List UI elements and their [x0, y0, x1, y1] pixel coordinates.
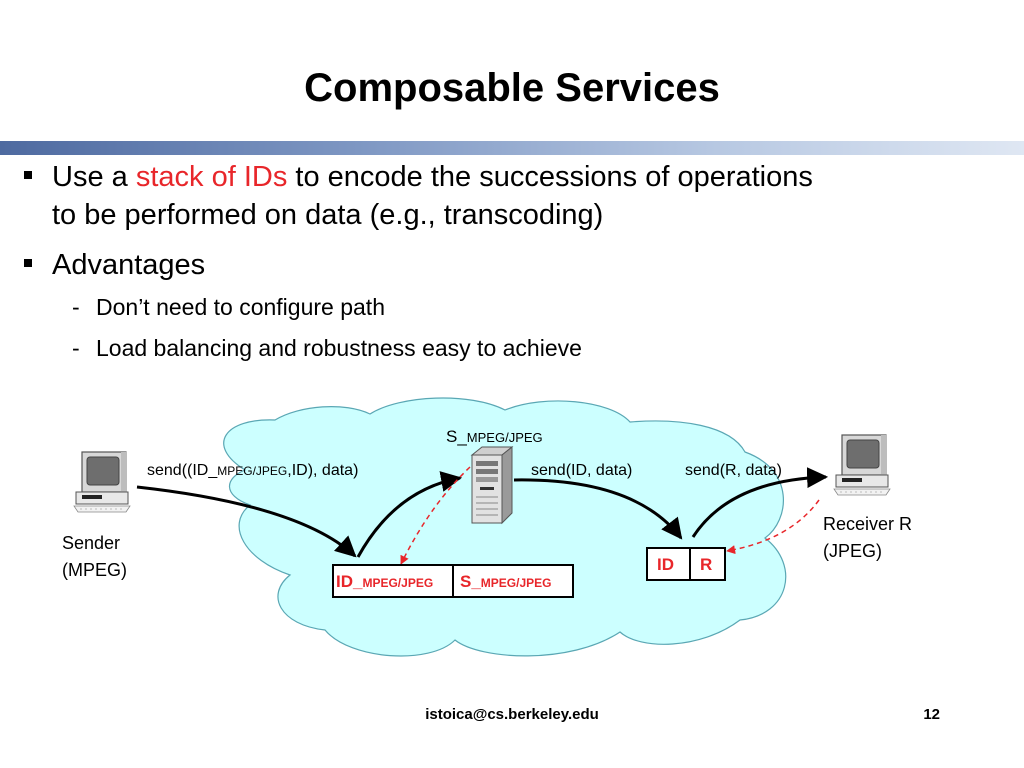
- arrow-server-to-stack: [513, 478, 683, 540]
- stack-cell-s-mpeg-jpeg: S_MPEG/JPEG: [460, 572, 551, 591]
- page-number: 12: [923, 706, 940, 723]
- id-stack-right: ID R: [646, 547, 726, 581]
- sub-bullet-dash: -: [72, 294, 80, 320]
- sub-bullet-dash: -: [72, 335, 80, 361]
- server-label-sub: MPEG/JPEG: [467, 430, 543, 445]
- slide-title: Composable Services: [304, 66, 720, 110]
- title-rule: [0, 141, 1024, 155]
- send-label-1-prefix: send((ID_: [147, 462, 218, 479]
- stack-cell-sub: MPEG/JPEG: [362, 576, 433, 590]
- stack-cell-main: S_: [460, 572, 481, 591]
- arrow-stack-to-server: [356, 471, 463, 558]
- server-icon: [470, 445, 514, 525]
- stack-cell-id: ID: [657, 555, 674, 574]
- footer-email: istoica@cs.berkeley.edu: [425, 706, 599, 723]
- bullet-marker: [24, 171, 32, 179]
- server-label: S_MPEG/JPEG: [446, 427, 543, 446]
- sub-bullet-configure-path: Don’t need to configure path: [96, 294, 385, 320]
- stack-cell-sub: MPEG/JPEG: [481, 576, 552, 590]
- stack-cell-main: ID_: [336, 572, 363, 591]
- bullet-text: to encode the successions of operations: [287, 161, 813, 193]
- dashed-arrow-receiver-to-stack: [726, 499, 820, 555]
- arrow-stack-to-receiver: [691, 467, 829, 538]
- send-label-2: send(ID, data): [531, 462, 632, 479]
- computer-icon: [73, 451, 131, 513]
- bullet-advantages: Advantages: [52, 249, 206, 281]
- stack-cell-id-mpeg-jpeg: ID_MPEG/JPEG: [336, 572, 433, 591]
- sender-format: (MPEG): [62, 560, 127, 580]
- bullet-marker: [24, 259, 32, 267]
- dashed-arrow-server-to-stack: [400, 466, 471, 565]
- receiver-label: Receiver R: [823, 514, 912, 534]
- bullet-highlight: stack of IDs: [135, 161, 288, 193]
- sender-label: Sender: [62, 533, 120, 553]
- send-label-3: send(R, data): [685, 462, 782, 479]
- computer-icon: [833, 434, 891, 496]
- bullet-stack-of-ids: Use a stack of IDs to encode the success…: [52, 158, 992, 196]
- send-label-1: send((ID_MPEG/JPEG,ID), data): [147, 462, 358, 479]
- stack-cell-r: R: [700, 555, 712, 574]
- bullet-text: Use a: [52, 161, 136, 193]
- bullet-continuation: to be performed on data (e.g., transcodi…: [52, 199, 604, 231]
- id-stack-left: ID_MPEG/JPEG S_MPEG/JPEG: [332, 564, 574, 598]
- sub-bullet-load-balancing: Load balancing and robustness easy to ac…: [96, 335, 582, 361]
- send-label-1-sub: MPEG/JPEG: [217, 464, 287, 478]
- receiver-format: (JPEG): [823, 541, 882, 561]
- server-label-main: S_: [446, 427, 467, 446]
- arrow-sender-to-stack: [136, 485, 357, 558]
- send-label-1-suffix: ,ID), data): [287, 462, 358, 479]
